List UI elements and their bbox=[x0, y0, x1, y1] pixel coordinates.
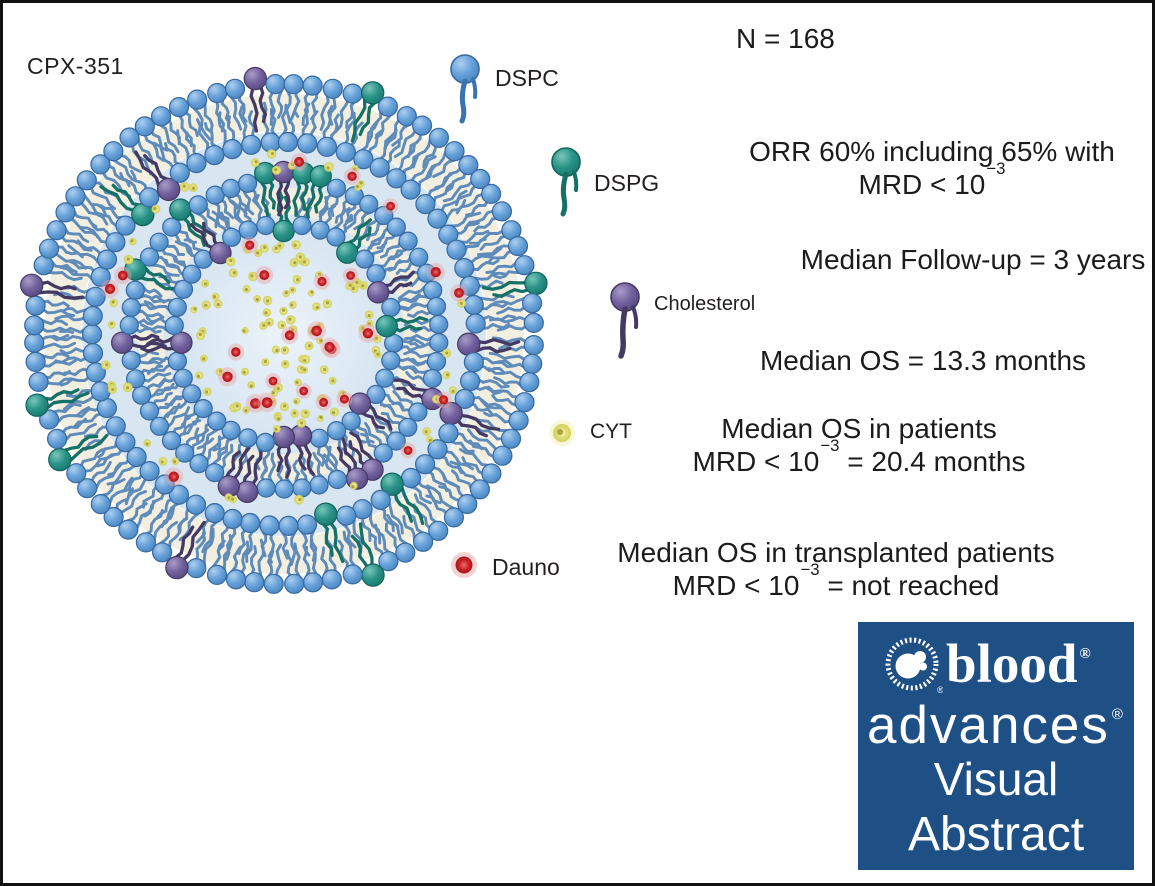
legend-label-dauno: Dauno bbox=[492, 554, 560, 580]
superscript-exponent: −3 bbox=[820, 436, 840, 456]
stat-median-os-mrd-line2: MRD < 10−3 = 20.4 months bbox=[692, 436, 1026, 477]
legend-dspc-icon bbox=[450, 54, 480, 124]
logo-advances: advances® bbox=[867, 696, 1125, 755]
registered-mark: ® bbox=[1079, 646, 1091, 662]
registered-mark: ® bbox=[1111, 706, 1125, 723]
stat-median-os-transplanted-line2: MRD < 10−3 = not reached bbox=[672, 560, 1000, 601]
legend-cholesterol-icon bbox=[610, 282, 640, 359]
liposome-diagram bbox=[20, 54, 640, 594]
stat-median-os-transplanted: Median OS in transplanted patients MRD <… bbox=[606, 536, 1066, 602]
logo-blood: blood® bbox=[946, 633, 1091, 694]
stat-median-os-mrd-line1: Median OS in patients bbox=[721, 413, 997, 444]
legend-dspg-icon bbox=[551, 147, 581, 217]
ash-ring-text bbox=[885, 637, 939, 691]
superscript-exponent: −3 bbox=[800, 560, 820, 580]
ash-small-circle bbox=[919, 662, 927, 671]
stat-n-patients: N = 168 bbox=[736, 23, 835, 54]
logo-visual: Visual bbox=[933, 753, 1059, 805]
legend-label-dspc: DSPC bbox=[495, 65, 559, 91]
stat-orr-line1: ORR 60% including 65% with bbox=[749, 136, 1115, 167]
liposome-title: CPX-351 bbox=[27, 53, 124, 79]
stat-median-os: Median OS = 13.3 months bbox=[759, 345, 1087, 376]
logo-abstract: Abstract bbox=[907, 808, 1085, 861]
liposome-body bbox=[20, 66, 548, 594]
legend-cyt-icon bbox=[549, 420, 575, 446]
ash-logo-icon: ® bbox=[885, 637, 943, 695]
legend-label-cholesterol: Cholesterol bbox=[654, 293, 756, 315]
drug-dots bbox=[100, 149, 468, 505]
stat-median-os-mrd: Median OS in patients MRD < 10−3 = 20.4 … bbox=[649, 412, 1069, 478]
legend-label-dspg: DSPG bbox=[594, 170, 660, 196]
ash-big-circle bbox=[895, 653, 921, 679]
legend-label-cyt: CYT bbox=[590, 420, 632, 443]
stat-orr-line2: MRD < 10−3 bbox=[858, 159, 1006, 200]
journal-logo: ® blood® advances® Visual Abstract bbox=[858, 622, 1134, 870]
ash-registered-mark: ® bbox=[937, 685, 943, 695]
stat-median-followup: Median Follow-up = 3 years bbox=[800, 244, 1146, 275]
ash-medium-circle bbox=[914, 651, 926, 663]
legend-dauno-icon bbox=[451, 552, 477, 578]
superscript-exponent: −3 bbox=[986, 159, 1006, 179]
lipid-tails bbox=[36, 84, 531, 579]
stat-median-os-transplanted-line1: Median OS in transplanted patients bbox=[617, 537, 1055, 568]
stat-orr: ORR 60% including 65% with MRD < 10−3 bbox=[722, 135, 1142, 201]
